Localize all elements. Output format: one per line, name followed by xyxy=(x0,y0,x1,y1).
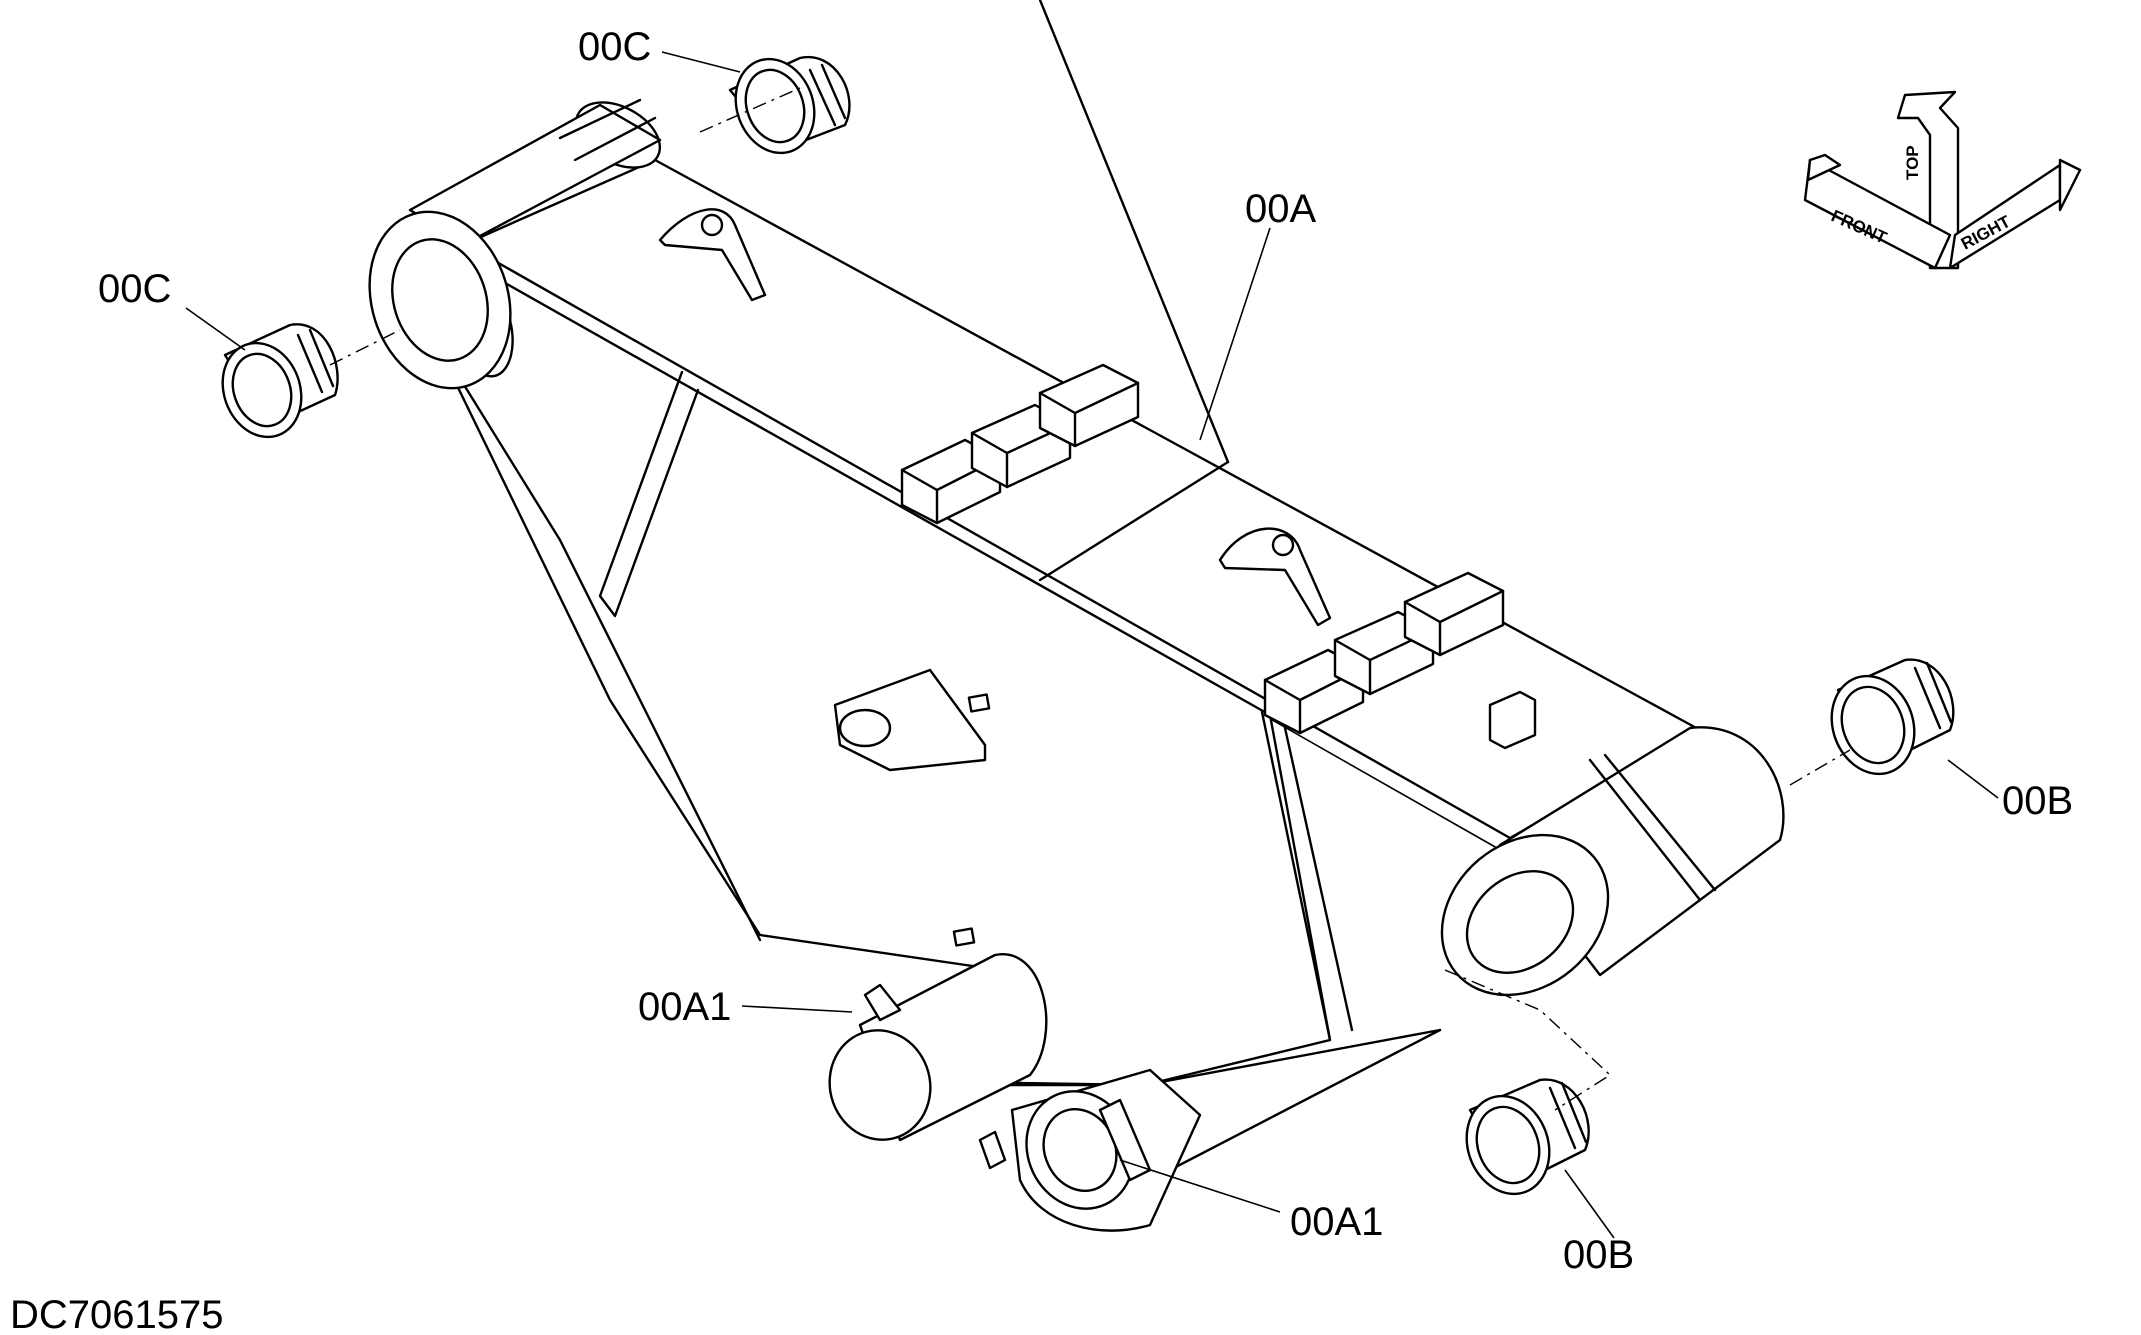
bushing-00b-bottom xyxy=(1465,1078,1590,1196)
callout-00a1-bracket: 00A1 xyxy=(1290,1200,1383,1244)
clamp-blocks-upper xyxy=(900,363,1140,525)
callout-00b-bottom: 00B xyxy=(1563,1233,1634,1277)
bushing-00c-left xyxy=(221,323,339,439)
leader-lines xyxy=(185,51,1999,1239)
assembly-centerlines xyxy=(329,87,1851,1111)
drawing-number: DC7061575 xyxy=(10,1293,224,1335)
callout-00b-right: 00B xyxy=(2002,779,2073,823)
bushing-00c-top xyxy=(728,55,851,155)
orientation-top-label: TOP xyxy=(1903,145,1922,180)
callout-00c-left: 00C xyxy=(98,267,171,311)
callout-00a1-pin: 00A1 xyxy=(638,985,731,1029)
3d-axis-arrows-icon: FRONT TOP RIGHT xyxy=(1803,90,2082,270)
bushing-00b-right xyxy=(1830,658,1955,776)
boom-assembly xyxy=(368,0,1785,1232)
clamp-blocks-lower xyxy=(1263,571,1505,735)
callout-00c-top: 00C xyxy=(578,25,651,69)
callout-00a: 00A xyxy=(1245,187,1316,231)
